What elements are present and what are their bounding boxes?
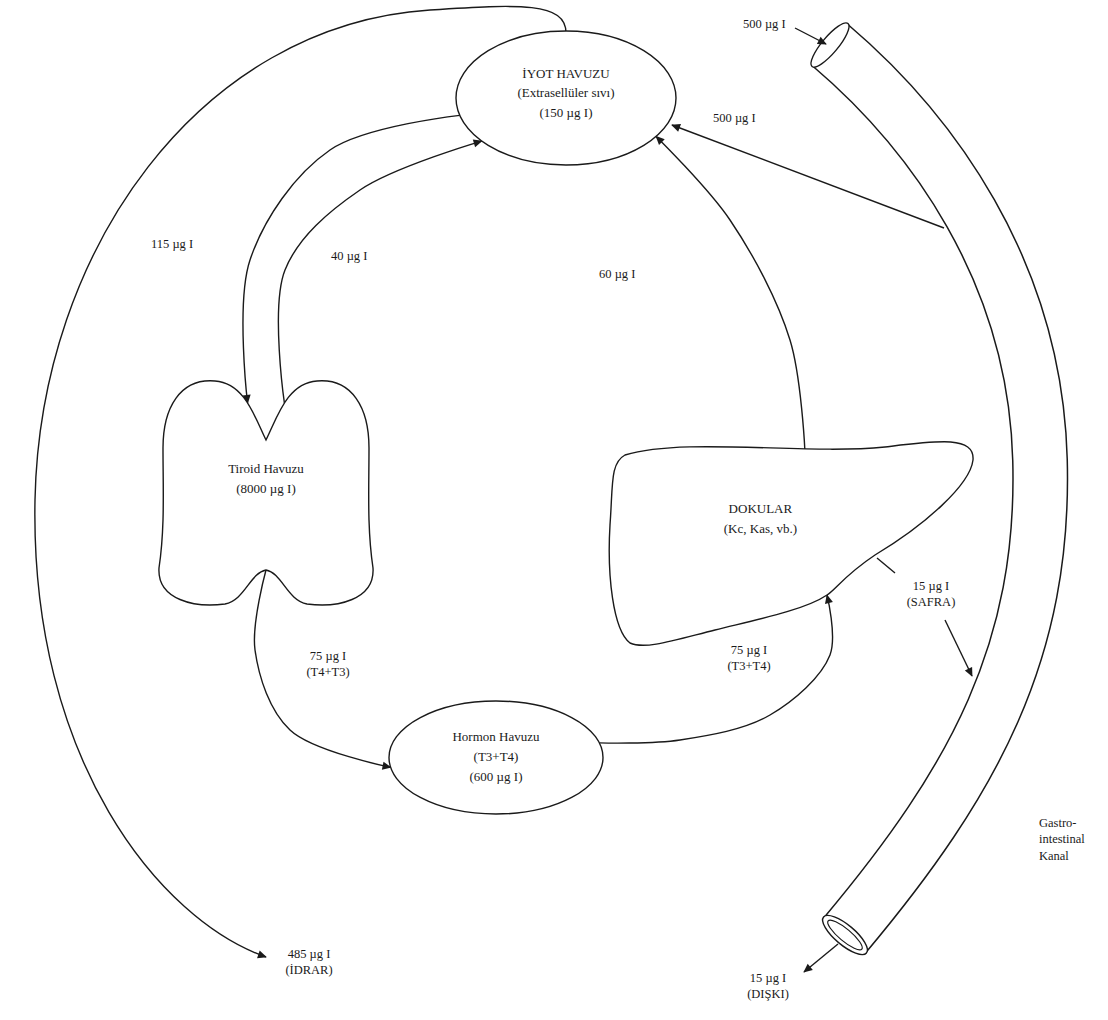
feces-amount: 15 µg I (DIŞKI) xyxy=(735,970,801,1003)
node-text-group: İYOT HAVUZU (Extrasellüler sıvı) (150 µg I… xyxy=(517,63,614,126)
thyroid-shape: Tiroid Havuzu (8000 µg I) xyxy=(155,378,377,608)
pool-name: DOKULAR xyxy=(724,501,797,518)
flow-amount: 60 µg I xyxy=(598,266,636,282)
gi-tube-end-ring xyxy=(817,909,873,960)
flow-amount: 75 µg I (T3+T4) xyxy=(716,642,782,675)
pool-detail: (Kc, Kas, vb.) xyxy=(724,521,797,538)
intake-arrow xyxy=(795,28,826,44)
intake-amount: 500 µg I xyxy=(742,16,787,32)
absorption-amount: 500 µg I xyxy=(712,110,757,126)
bile-amount: 15 µg I (SAFRA) xyxy=(898,578,964,611)
pool-name: Hormon Havuzu xyxy=(452,729,539,746)
gi-tube-end-lumen xyxy=(824,916,865,953)
pool-detail: (600 µg I) xyxy=(452,769,539,786)
hormone-ellipse: Hormon Havuzu (T3+T4) (600 µg I) xyxy=(388,700,604,815)
liver-shape: DOKULAR (Kc, Kas, vb.) xyxy=(605,425,975,650)
organ-outline xyxy=(159,381,373,605)
flow-arrow xyxy=(656,136,805,449)
liver-shape-outline xyxy=(605,425,975,650)
pool-detail: (Extrasellüler sıvı) xyxy=(517,85,614,102)
gi-tube-top-opening xyxy=(806,18,854,71)
pool-name: Tiroid Havuzu xyxy=(228,461,304,478)
flow-amount: 115 µg I xyxy=(150,236,194,252)
node-text-group: Hormon Havuzu (T3+T4) (600 µg I) xyxy=(452,726,539,789)
flow-amount: 40 µg I xyxy=(330,248,368,264)
node-text-group: DOKULAR (Kc, Kas, vb.) xyxy=(724,498,797,541)
pool-ellipse: İYOT HAVUZU (Extrasellüler sıvı) (150 µg I… xyxy=(455,30,677,166)
absorption-arrow xyxy=(672,125,944,228)
pool-detail: (T3+T4) xyxy=(452,749,539,766)
bile-leader xyxy=(877,558,895,573)
bile-arrow xyxy=(945,620,972,676)
organ-name: Gastro- intestinal Kanal xyxy=(1038,815,1100,864)
pool-detail: (150 µg I) xyxy=(517,105,614,122)
ellipse-outline xyxy=(456,31,676,165)
pool-name: İYOT HAVUZU xyxy=(517,66,614,83)
feces-arrow xyxy=(804,944,838,972)
urine-amount: 485 µg I (İDRAR) xyxy=(276,946,342,979)
organ-outline xyxy=(609,442,973,646)
flow-arrow xyxy=(278,141,481,403)
node-text-group: Tiroid Havuzu (8000 µg I) xyxy=(228,458,304,501)
ellipse-outline xyxy=(389,701,603,814)
pool-detail: (8000 µg I) xyxy=(228,481,304,498)
flow-amount: 75 µg I (T4+T3) xyxy=(295,648,361,681)
